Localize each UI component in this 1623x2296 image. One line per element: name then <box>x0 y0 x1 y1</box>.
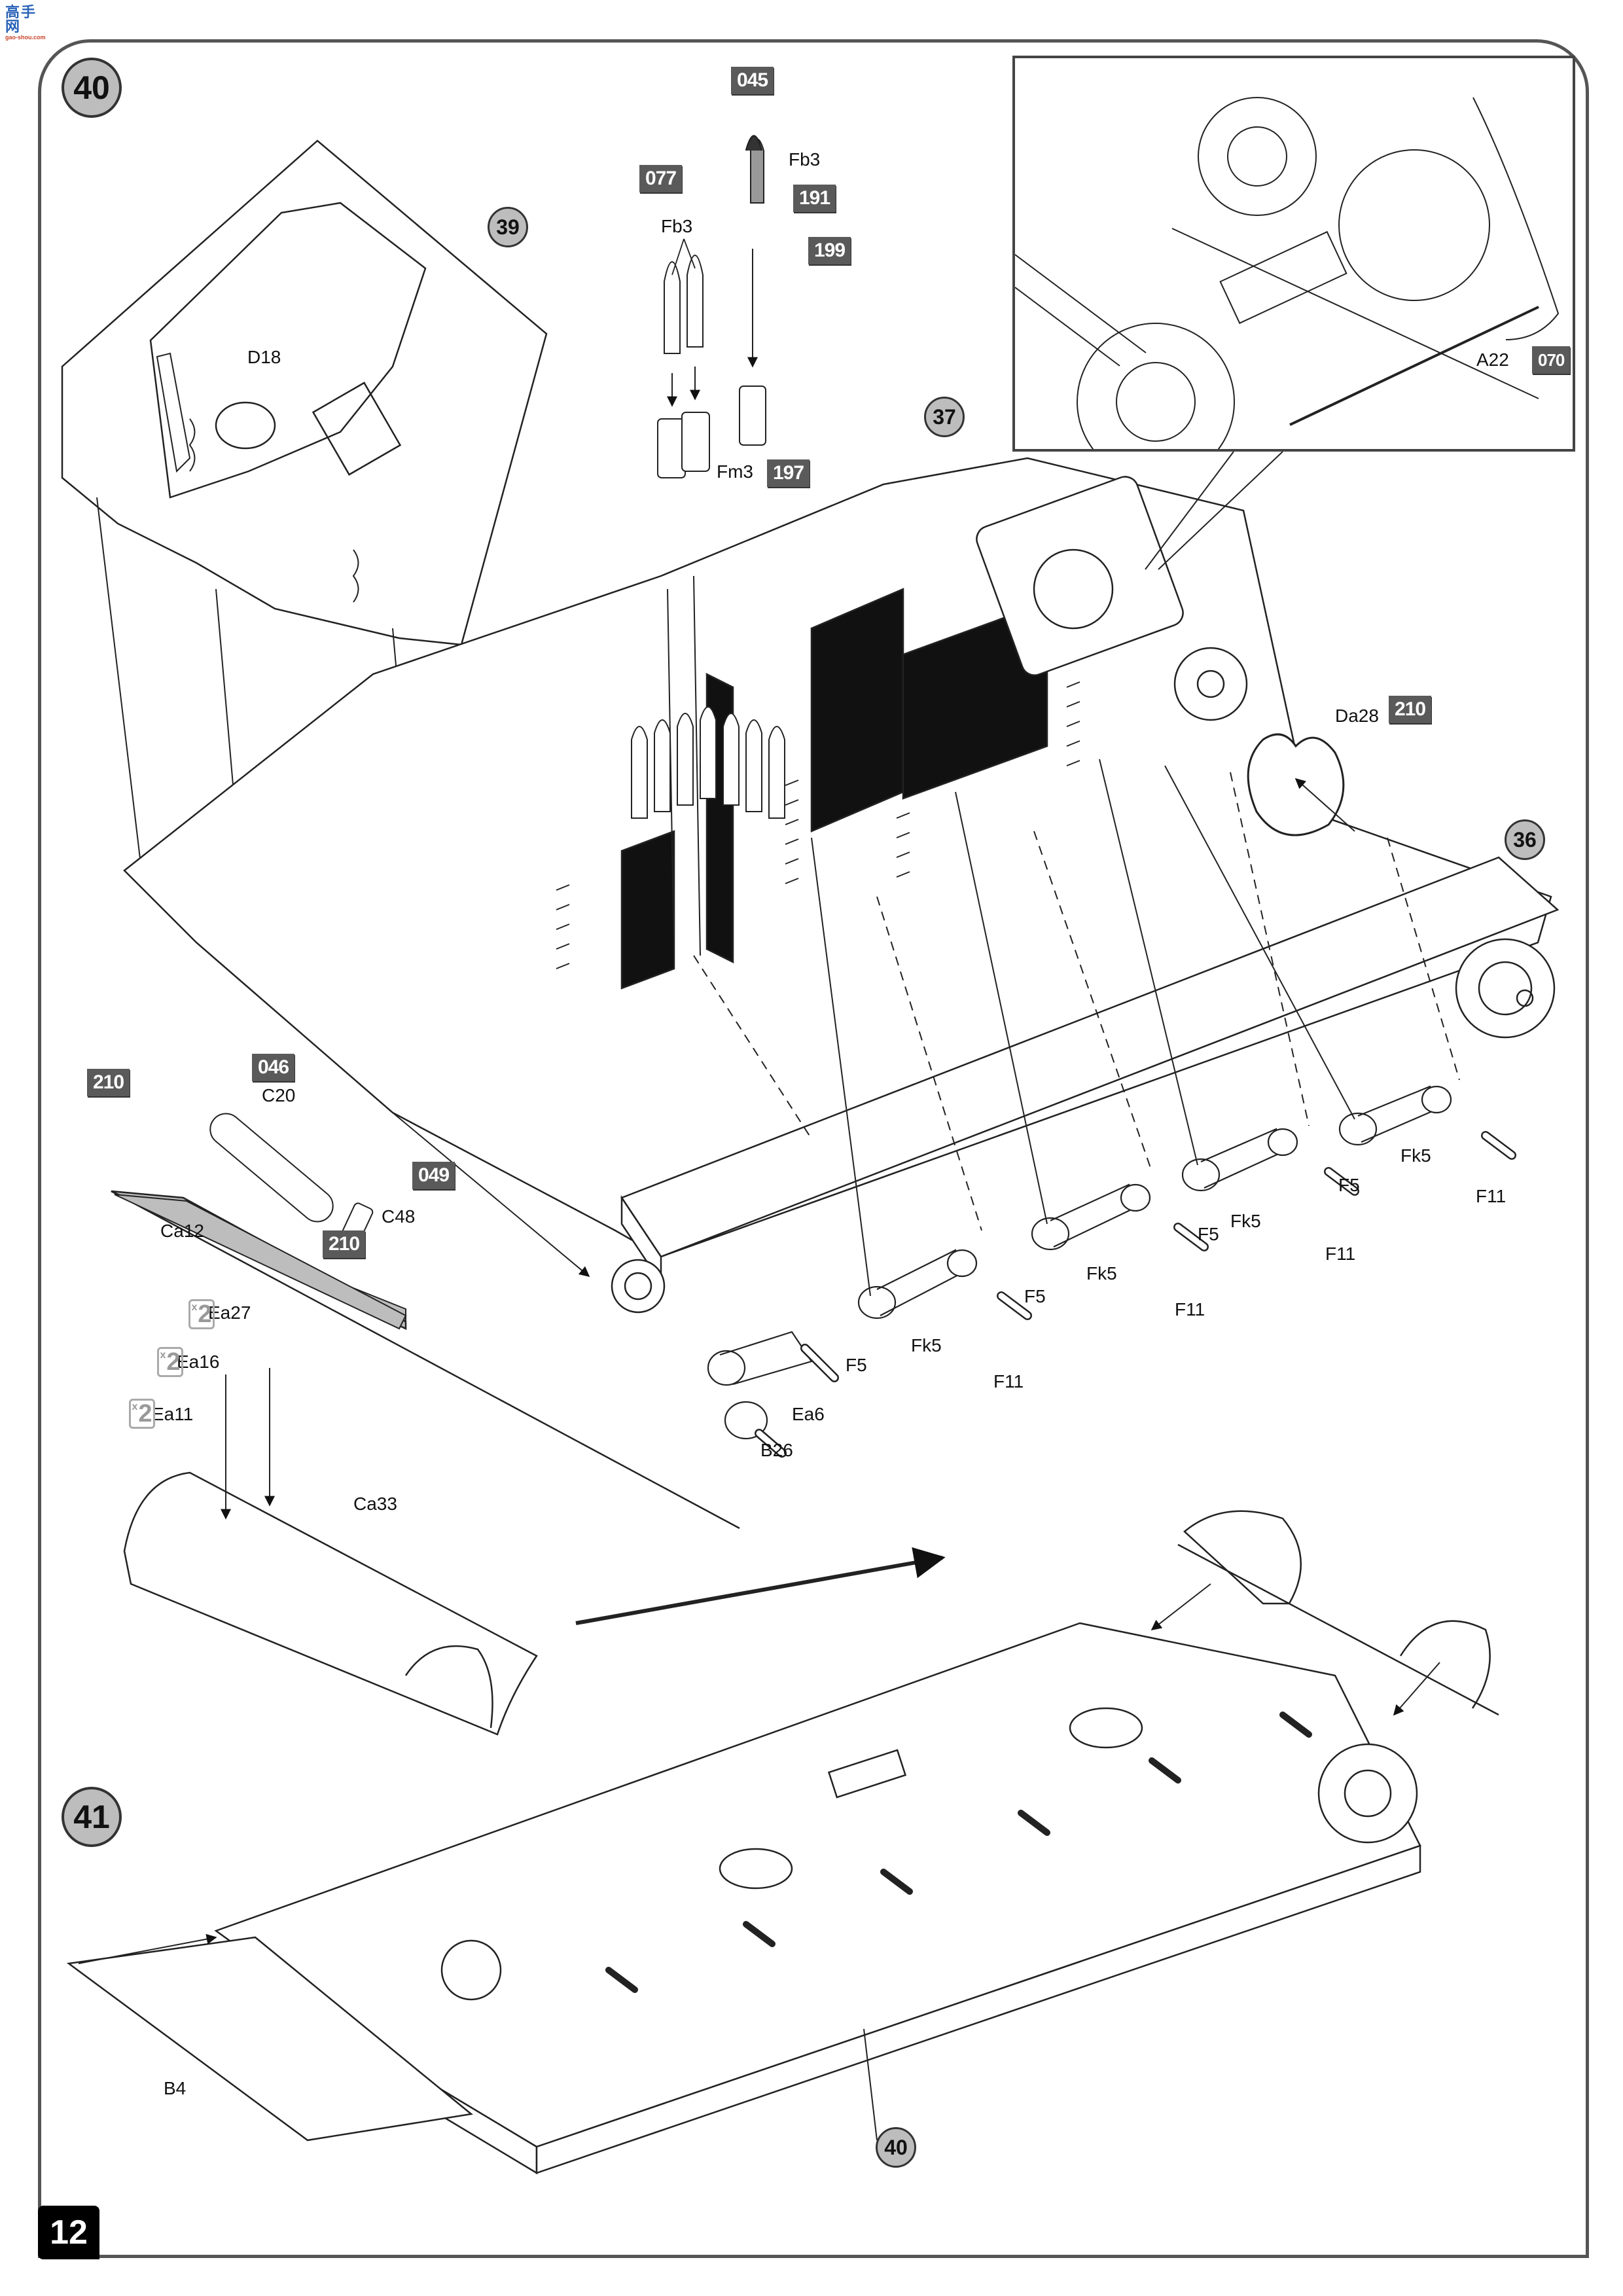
subassembly-ref-37: 37 <box>924 397 965 437</box>
label-f5: F5 <box>1024 1286 1046 1306</box>
label-b26: B26 <box>760 1440 793 1460</box>
quantity-value: 2 <box>198 1300 212 1328</box>
roof-plate-39 <box>61 139 548 646</box>
subassembly-ref-40: 40 <box>876 2127 916 2168</box>
label-ca33: Ca33 <box>353 1494 397 1514</box>
label-f11: F11 <box>1325 1244 1356 1264</box>
watermark-url: gao-shou.com <box>5 34 46 41</box>
label-da28: Da28 <box>1335 706 1379 726</box>
suspension-arms <box>707 1085 1516 1458</box>
paint-code-199: 199 <box>808 237 851 264</box>
paint-code-191: 191 <box>793 185 836 212</box>
paint-code-070: 070 <box>1532 346 1571 374</box>
quantity-prefix: x <box>132 1401 138 1412</box>
label-ea27: Ea27 <box>208 1302 251 1323</box>
paint-code-045: 045 <box>731 67 774 94</box>
paint-code-197: 197 <box>767 459 810 487</box>
label-c48: C48 <box>382 1206 416 1227</box>
watermark-title: 高手网 <box>5 4 37 35</box>
step-number-41: 41 <box>62 1787 122 1847</box>
quantity-prefix: x <box>160 1350 166 1361</box>
label-d18: D18 <box>247 347 281 367</box>
paint-code-077: 077 <box>639 165 683 192</box>
paint-code-046: 046 <box>252 1054 295 1081</box>
paint-code-210-ca12: 210 <box>87 1069 130 1096</box>
quantity-value: 2 <box>138 1400 152 1427</box>
hull-assembly <box>123 457 1552 1258</box>
quantity-prefix: x <box>191 1302 198 1313</box>
label-f11: F11 <box>993 1371 1024 1391</box>
label-fk5: Fk5 <box>1400 1145 1431 1166</box>
ammo-shells <box>657 135 766 478</box>
label-fk5: Fk5 <box>1230 1211 1261 1231</box>
label-fm3: Fm3 <box>717 461 753 482</box>
label-f11: F11 <box>1476 1186 1507 1206</box>
page-frame <box>38 39 1589 2258</box>
watermark-logo: 高手网 gao-shou.com <box>5 5 46 41</box>
subassembly-ref-36: 36 <box>1505 819 1545 860</box>
label-fk5: Fk5 <box>911 1335 942 1355</box>
side-panel-36 <box>611 856 1560 1314</box>
label-fb3-pair: Fb3 <box>661 216 693 236</box>
label-ea6: Ea6 <box>792 1404 825 1424</box>
label-ca12: Ca12 <box>160 1221 204 1241</box>
page-number: 12 <box>38 2206 99 2259</box>
label-fb3-top: Fb3 <box>789 149 821 170</box>
label-a22: A22 <box>1476 350 1509 370</box>
subassembly-ref-39: 39 <box>488 207 528 247</box>
cover-ca33 <box>123 1368 538 1736</box>
label-ea16: Ea16 <box>177 1352 220 1372</box>
hull-assembly-41 <box>66 1510 1499 2175</box>
step-number-40: 40 <box>62 58 122 118</box>
label-f11: F11 <box>1175 1299 1205 1319</box>
paint-code-210-da28: 210 <box>1389 696 1432 723</box>
label-f5: F5 <box>846 1355 867 1375</box>
inset-drawing <box>1015 97 1560 449</box>
detail-inset: A22 070 <box>1012 56 1575 452</box>
label-f5: F5 <box>1338 1175 1360 1195</box>
paint-code-210-c48: 210 <box>323 1230 366 1258</box>
label-f5: F5 <box>1198 1224 1219 1244</box>
quantity-value: 2 <box>166 1348 181 1376</box>
paint-code-049: 049 <box>412 1162 455 1189</box>
label-fk5: Fk5 <box>1086 1263 1117 1283</box>
label-ea11: Ea11 <box>152 1404 194 1424</box>
label-c20: C20 <box>262 1085 296 1105</box>
label-b4: B4 <box>164 2078 187 2098</box>
